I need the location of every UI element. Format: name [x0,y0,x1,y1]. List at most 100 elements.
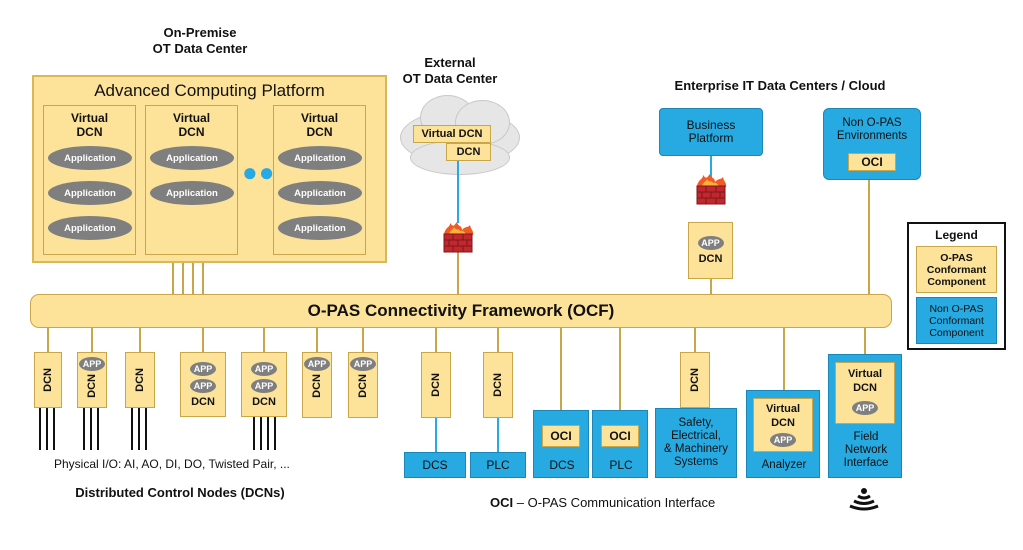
connector-line [172,263,174,296]
connector-line [202,328,204,352]
plc-box: PLC [470,452,526,478]
vdcn-label: Virtual DCN [765,403,801,429]
onprem-heading: On-Premise OT Data Center [152,25,248,56]
application-pill: Application [48,146,132,170]
app-badge: APP [852,401,878,415]
oci-caption-bold: OCI [490,495,514,510]
vdcn-label: Virtual DCN [172,111,211,139]
external-link-line [457,161,459,223]
oci-badge: OCI [542,425,580,447]
oci-badge: OCI [601,425,639,447]
connector-line [47,328,49,352]
external-virtual-dcn: Virtual DCN [413,125,491,143]
dcn-node: APP DCN [302,352,332,418]
field-vdcn: Virtual DCN APP [835,362,895,424]
io-wire [53,408,55,450]
analyzer-box: Virtual DCN APP Analyzer [746,390,820,478]
io-wire [39,408,41,450]
application-pill: Application [278,181,362,205]
device-link-line [435,418,437,452]
dcn-label: DCN [689,368,701,392]
external-heading: External OT Data Center [402,55,498,86]
enterprise-dcn-node: APP DCN [688,222,733,279]
dcn-node: DCN [125,352,155,408]
io-wire [90,408,92,450]
connector-line [362,328,364,352]
app-badge: APP [251,361,277,376]
app-badge: APP [79,357,105,371]
connector-line [457,252,459,296]
ocf-label: O-PAS Connectivity Framework (OCF) [307,301,615,320]
firewall-icon [693,174,729,206]
enterprise-oci: OCI [848,153,896,171]
connector-line [694,328,696,352]
application-pill: Application [48,181,132,205]
dcs-box: DCS [404,452,466,478]
io-wire [138,408,140,450]
application-pill: Application [278,216,362,240]
app-badge: APP [190,378,216,393]
dcn-label: DCN [357,374,369,398]
app-badge: APP [304,357,330,371]
dcn-label: DCN [311,374,323,398]
dcn-label: DCN [134,368,146,392]
io-wire [145,408,147,450]
dcn-label: DCN [430,373,442,397]
connector-line [202,263,204,296]
dcs-label: DCS [549,458,575,472]
dcn-node: APP DCN [348,352,378,418]
oci-caption: OCI – O-PAS Communication Interface [490,495,715,510]
connector-line [619,328,621,410]
firewall-icon [440,222,476,254]
vdcn-label: Virtual DCN [847,368,883,394]
field-network-label: Field Network Interface [843,431,889,469]
analyzer-label: Analyzer [761,459,807,471]
device-link-line [497,418,499,452]
connector-line [316,328,318,352]
legend-title: Legend [935,228,978,242]
dcn-node: DCN [34,352,62,408]
dcn-node: DCN [483,352,513,418]
io-wire [131,408,133,450]
io-wire [274,417,276,450]
io-wire [253,417,255,450]
wireless-signal-icon [846,482,882,517]
vdcn-label: Virtual DCN [300,111,339,139]
analyzer-vdcn: Virtual DCN APP [753,398,813,452]
application-pill: Application [150,146,234,170]
safety-label: Safety, Electrical, & Machinery Systems [664,417,728,468]
application-pill: Application [48,216,132,240]
dcn-label: DCN [698,253,723,265]
io-wire [260,417,262,450]
plc-label: PLC [609,458,633,472]
dcn-node: DCN [680,352,710,408]
connector-line [710,279,712,296]
app-badge: APP [697,236,724,250]
safety-systems-box: Safety, Electrical, & Machinery Systems [655,408,737,478]
dcn-node: APP APP DCN [241,352,287,417]
legend: Legend O-PAS Conformant Component Non O-… [907,222,1006,350]
dcn-label: DCN [492,373,504,397]
enterprise-heading: Enterprise IT Data Centers / Cloud [674,78,886,93]
application-pill: Application [150,181,234,205]
connector-line [435,328,437,352]
connector-line [497,328,499,352]
plc-oci-box: OCI PLC [592,410,648,478]
acp-title: Advanced Computing Platform [94,81,325,100]
connector-line [560,328,562,410]
business-platform-box: Business Platform [659,108,763,156]
acp-virtual-dcn-2: Virtual DCN [145,105,238,255]
field-network-box: Virtual DCN APP Field Network Interface [828,354,902,478]
physical-io-caption: Physical I/O: AI, AO, DI, DO, Twisted Pa… [54,457,290,471]
connector-line [868,180,870,296]
dcn-label: DCN [252,395,276,408]
dcns-caption: Distributed Control Nodes (DCNs) [75,485,285,500]
legend-conformant: O-PAS Conformant Component [916,246,997,293]
connector-line [864,328,866,354]
business-link-line [710,156,712,178]
connector-line [91,328,93,352]
ocf-bar: O-PAS Connectivity Framework (OCF) [30,294,892,328]
app-badge: APP [770,433,796,447]
io-wire [83,408,85,450]
dcn-node: DCN [421,352,451,418]
